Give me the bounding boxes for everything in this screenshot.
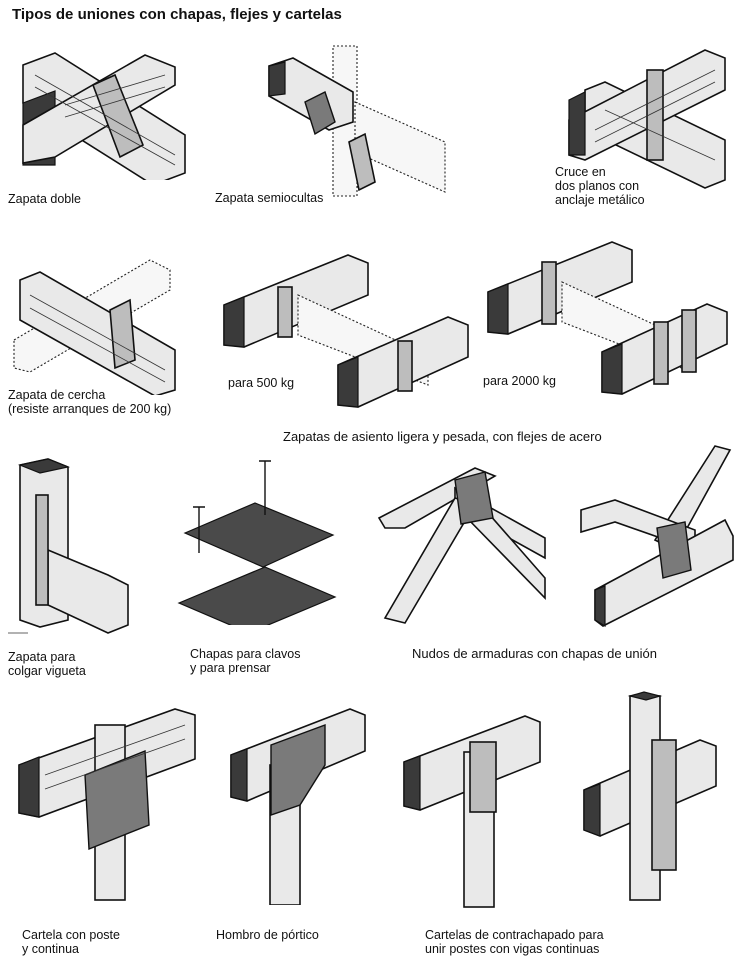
zapata-vigueta-illustration xyxy=(8,458,129,634)
caption-para-2000: para 2000 kg xyxy=(483,374,556,388)
chapas-clavos-illustration xyxy=(177,460,337,625)
caption-zapata-doble: Zapata doble xyxy=(8,192,81,206)
caption-cruce: Cruce en dos planos con anclaje metálico xyxy=(555,165,645,207)
caption-para-500: para 500 kg xyxy=(228,376,295,390)
page-title: Tipos de uniones con chapas, flejes y ca… xyxy=(12,6,342,23)
cartela-poste-illustration xyxy=(18,708,196,901)
caption-nudos: Nudos de armaduras con chapas de unión xyxy=(412,646,657,661)
caption-zapata-semiocultas: Zapata semiocultas xyxy=(215,191,324,205)
zapata-2000-illustration xyxy=(487,241,728,395)
nudos-armadura-a xyxy=(377,467,546,624)
caption-chapas-clavos: Chapas para clavos y para prensar xyxy=(190,647,301,675)
nudos-armadura-b xyxy=(580,445,734,628)
cruce-illustration xyxy=(568,49,726,189)
zapata-cercha-illustration xyxy=(13,259,176,395)
caption-hombro: Hombro de pórtico xyxy=(216,928,319,942)
caption-cartela-poste: Cartela con poste y continua xyxy=(22,928,120,956)
caption-cartelas-contrachapado: Cartelas de contrachapado para unir post… xyxy=(425,928,604,956)
hombro-portico-illustration xyxy=(230,708,366,905)
zapata-500-illustration xyxy=(223,254,469,408)
caption-zapata-vigueta: Zapata para colgar vigueta xyxy=(8,650,86,678)
caption-zapata-cercha: Zapata de cercha (resiste arranques de 2… xyxy=(8,388,172,416)
cartela-contrachapado-b xyxy=(583,691,717,901)
zapata-semiocultas-illustration xyxy=(268,45,446,197)
caption-zapatas-asiento: Zapatas de asiento ligera y pesada, con … xyxy=(283,429,602,444)
zapata-doble-illustration xyxy=(22,52,186,180)
cartela-contrachapado-a xyxy=(403,715,541,908)
